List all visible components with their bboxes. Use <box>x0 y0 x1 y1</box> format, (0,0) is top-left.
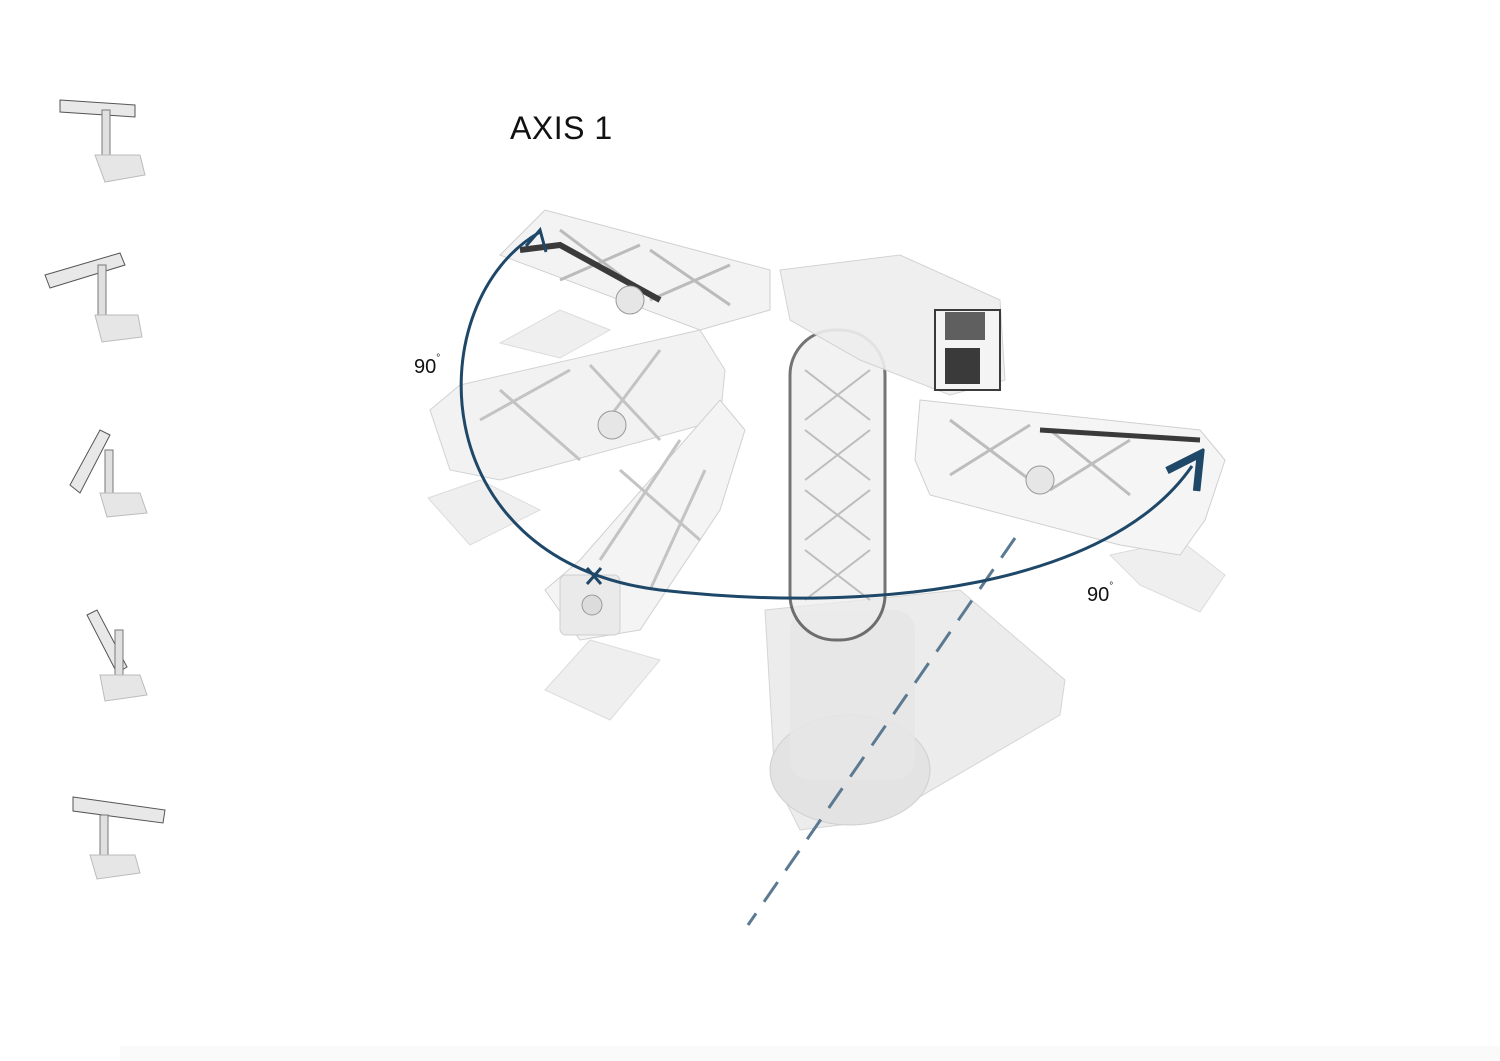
footer-band <box>120 1046 1500 1061</box>
angle-label-right: 90° <box>1087 581 1114 606</box>
angle-label-left: 90° <box>414 353 441 378</box>
rotation-axis-line <box>746 537 1017 926</box>
pose-thumbnail-4 <box>86 609 148 702</box>
arm-pose-right <box>914 399 1226 556</box>
rotation-arc <box>459 230 1192 600</box>
rotation-arc-start-arrow <box>524 226 548 253</box>
arm-pose-front-left <box>544 399 746 641</box>
robot-base <box>764 589 1066 831</box>
pose-thumbnail-5 <box>72 796 166 880</box>
end-effector-plates <box>427 309 1226 721</box>
pose-thumbnail-3 <box>69 429 148 518</box>
diagram-title: AXIS 1 <box>510 110 613 146</box>
arm-pose-back-left <box>499 209 771 331</box>
arm-pose-left <box>429 329 726 481</box>
arm-pose-back-right <box>779 254 1006 396</box>
home-position-marker <box>585 567 603 585</box>
pose-thumbnail-1 <box>59 99 146 183</box>
pose-thumbnail-2 <box>44 252 143 343</box>
robot-column <box>788 328 887 642</box>
